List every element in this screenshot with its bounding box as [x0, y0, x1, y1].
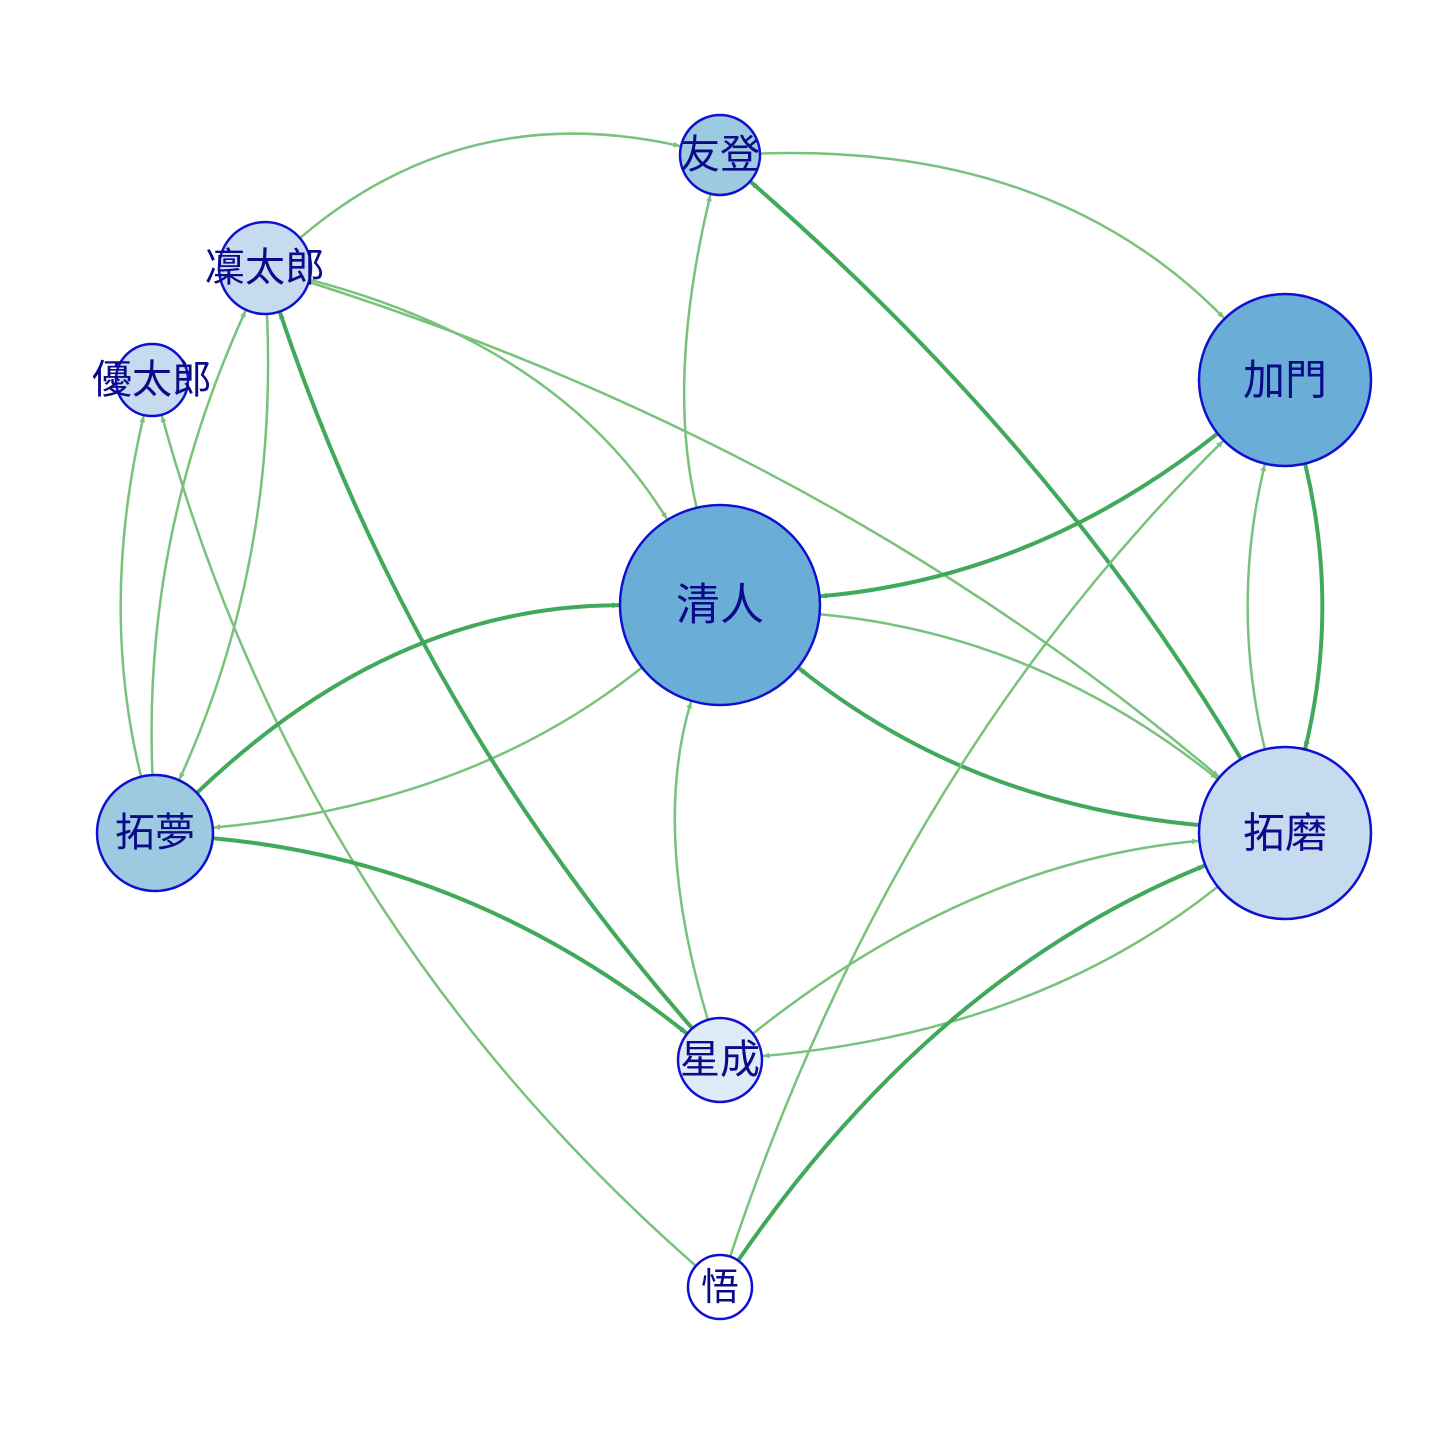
node-circle-kiyoto [618, 503, 822, 707]
node-tomo: 友登 [678, 113, 762, 197]
edge-hoshinari-to-kiyoto [673, 701, 710, 1022]
edge-rintaro-to-kiyoto [308, 278, 668, 520]
node-takumu: 拓夢 [95, 773, 215, 893]
node-label-tomo: 友登 [680, 132, 760, 178]
node-circle-yutaro [114, 342, 190, 418]
node-label-rintaro: 凜太郎 [205, 245, 325, 291]
edge-takumu-to-hoshinari [210, 836, 688, 1035]
edge-takumu-to-rintaro [150, 310, 247, 777]
node-label-yutaro: 優太郎 [92, 357, 212, 403]
edge-layer [119, 132, 1325, 1268]
edge-takumu-to-yutaro [119, 415, 146, 778]
edge-takumu-to-kiyoto [194, 602, 620, 795]
edge-satoru-to-kado [728, 440, 1224, 1258]
node-rintaro: 凜太郎 [205, 220, 325, 316]
node-circle-rintaro [217, 220, 313, 316]
node-label-hoshinari: 星成 [680, 1037, 760, 1083]
edge-hoshinari-to-takuma [751, 838, 1199, 1036]
edge-tomo-to-kado [758, 151, 1225, 319]
edge-rintaro-to-takuma [307, 280, 1220, 778]
node-circle-takumu [95, 773, 215, 893]
node-circle-tomo [678, 113, 762, 197]
node-circle-satoru [686, 1253, 754, 1321]
node-kiyoto: 清人 [618, 503, 822, 707]
node-label-satoru: 悟 [701, 1265, 739, 1309]
node-label-takuma: 拓磨 [1243, 809, 1327, 858]
edge-takuma-to-kiyoto [797, 666, 1202, 828]
edge-hoshinari-to-rintaro [278, 311, 695, 1031]
edge-kado-to-takuma [1303, 461, 1325, 750]
node-label-takumu: 拓夢 [115, 810, 195, 856]
node-circle-kado [1197, 292, 1373, 468]
edge-takuma-to-kado [1246, 464, 1267, 751]
edge-takuma-to-hoshinari [762, 885, 1220, 1059]
node-satoru: 悟 [686, 1253, 754, 1321]
edge-kado-to-kiyoto [819, 431, 1220, 599]
node-takuma: 拓磨 [1197, 745, 1373, 921]
node-hoshinari: 星成 [676, 1016, 764, 1104]
edge-kiyoto-to-takumu [213, 666, 644, 830]
edge-kiyoto-to-takuma [818, 612, 1218, 780]
node-circle-hoshinari [676, 1016, 764, 1104]
node-yutaro: 優太郎 [92, 342, 212, 418]
node-circle-takuma [1197, 745, 1373, 921]
edge-takuma-to-tomo [749, 180, 1244, 762]
edge-kiyoto-to-tomo [682, 194, 712, 510]
edge-satoru-to-yutaro [160, 415, 698, 1268]
edge-rintaro-to-tomo [298, 132, 681, 240]
edge-rintaro-to-takumu [178, 312, 270, 780]
node-label-kado: 加門 [1243, 356, 1327, 405]
edge-satoru-to-takuma [736, 864, 1206, 1263]
node-kado: 加門 [1197, 292, 1373, 468]
node-label-kiyoto: 清人 [676, 580, 764, 631]
